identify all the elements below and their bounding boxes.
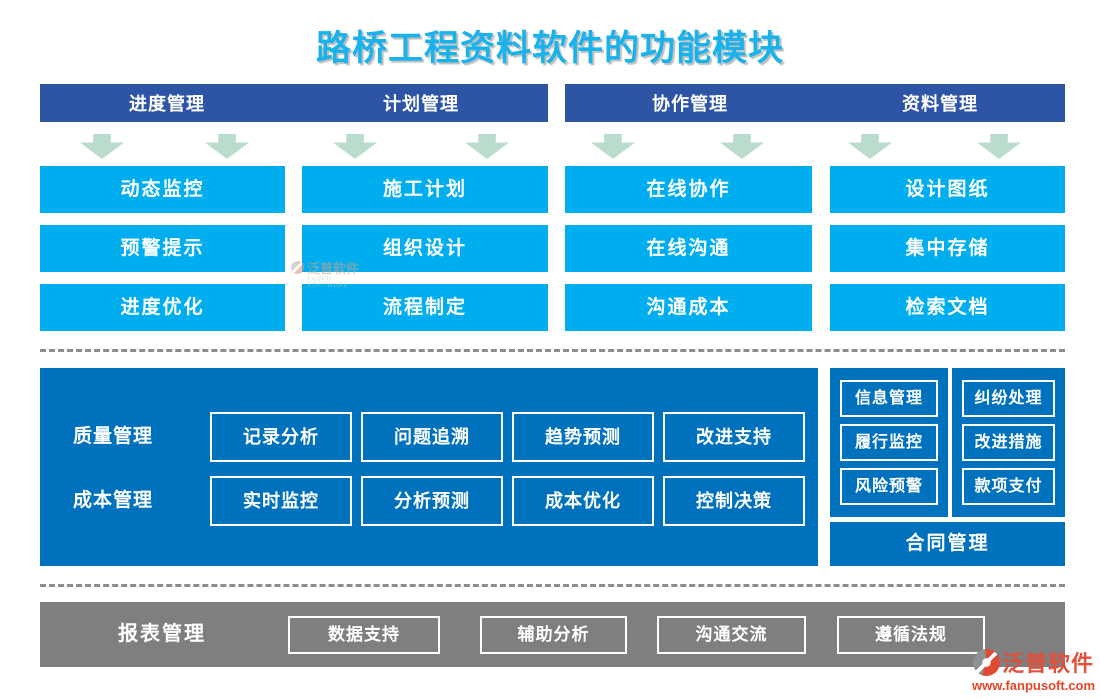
watermark-text: 泛普软件 xyxy=(307,261,360,276)
fanpu-logo-text: 泛普软件 xyxy=(1001,651,1094,676)
feature-box: 改进支持 xyxy=(663,412,805,462)
contract-subpanel-right: 纠纷处理 改进措施 款项支付 xyxy=(952,368,1065,517)
feature-box: 风险预警 xyxy=(840,468,938,505)
feature-box: 成本优化 xyxy=(512,476,654,526)
row-label-report: 报表管理 xyxy=(118,623,206,645)
group-label-plan: 计划管理 xyxy=(383,94,459,114)
feature-box: 辅助分析 xyxy=(480,616,627,654)
feature-box: 记录分析 xyxy=(210,412,352,462)
fanpu-logo: 泛普软件 www.fanpusoft.com xyxy=(972,646,1096,693)
contract-management-bar: 合同管理 xyxy=(830,522,1065,566)
row-label-quality: 质量管理 xyxy=(73,426,154,447)
dashed-divider xyxy=(40,349,1065,352)
feature-box: 分析预测 xyxy=(361,476,503,526)
module-box: 施工计划 xyxy=(302,166,548,213)
down-arrow-icon xyxy=(720,134,764,159)
fanpu-logo-url: www.fanpusoft.com xyxy=(972,678,1096,693)
header-bar-left: 进度管理 计划管理 xyxy=(40,84,548,122)
feature-box: 履行监控 xyxy=(840,424,938,461)
down-arrow-icon xyxy=(848,134,892,159)
module-box: 动态监控 xyxy=(40,166,285,213)
feature-box: 实时监控 xyxy=(210,476,352,526)
down-arrow-icon xyxy=(205,134,249,159)
down-arrow-icon xyxy=(977,134,1021,159)
report-management-bar: 报表管理 数据支持 辅助分析 沟通交流 遵循法规 xyxy=(40,602,1065,667)
header-bar-right: 协作管理 资料管理 xyxy=(565,84,1065,122)
module-box: 设计图纸 xyxy=(830,166,1065,213)
down-arrow-icon xyxy=(591,134,635,159)
module-box: 进度优化 xyxy=(40,284,285,331)
feature-box: 数据支持 xyxy=(288,616,440,654)
module-box: 在线协作 xyxy=(565,166,812,213)
group-label-collaboration: 协作管理 xyxy=(652,94,728,114)
group-label-data: 资料管理 xyxy=(902,94,978,114)
feature-box: 问题追溯 xyxy=(361,412,503,462)
page-title: 路桥工程资料软件的功能模块 xyxy=(315,29,784,68)
down-arrow-icon xyxy=(80,134,124,159)
module-box: 检索文档 xyxy=(830,284,1065,331)
module-box: 流程制定 xyxy=(302,284,548,331)
fanpu-logo-icon xyxy=(972,648,1000,676)
contract-subpanel-left: 信息管理 履行监控 风险预警 xyxy=(830,368,948,517)
feature-box: 趋势预测 xyxy=(512,412,654,462)
dashed-divider xyxy=(40,584,1065,587)
feature-box: 沟通交流 xyxy=(657,616,806,654)
module-box: 集中存储 xyxy=(830,225,1065,272)
module-box: 沟通成本 xyxy=(565,284,812,331)
down-arrow-icon xyxy=(465,134,509,159)
down-arrow-icon xyxy=(333,134,377,159)
group-label-progress: 进度管理 xyxy=(129,94,205,114)
feature-box: 控制决策 xyxy=(663,476,805,526)
feature-box: 改进措施 xyxy=(962,424,1055,461)
feature-box: 遵循法规 xyxy=(837,616,985,654)
watermark-subtext: FANPU SOFTWARE xyxy=(307,277,349,289)
feature-box: 款项支付 xyxy=(962,468,1055,505)
watermark-fanpu: 泛普软件 FANPU SOFTWARE xyxy=(291,258,371,289)
feature-box: 信息管理 xyxy=(840,380,938,417)
quality-cost-panel: 质量管理 成本管理 记录分析 问题追溯 趋势预测 改进支持 实时监控 分析预测 … xyxy=(40,368,818,566)
fanpu-watermark-icon xyxy=(291,261,304,274)
feature-box: 纠纷处理 xyxy=(962,380,1055,417)
module-box: 在线沟通 xyxy=(565,225,812,272)
row-label-cost: 成本管理 xyxy=(73,490,154,511)
module-box: 组织设计 xyxy=(302,225,548,272)
module-box: 预警提示 xyxy=(40,225,285,272)
